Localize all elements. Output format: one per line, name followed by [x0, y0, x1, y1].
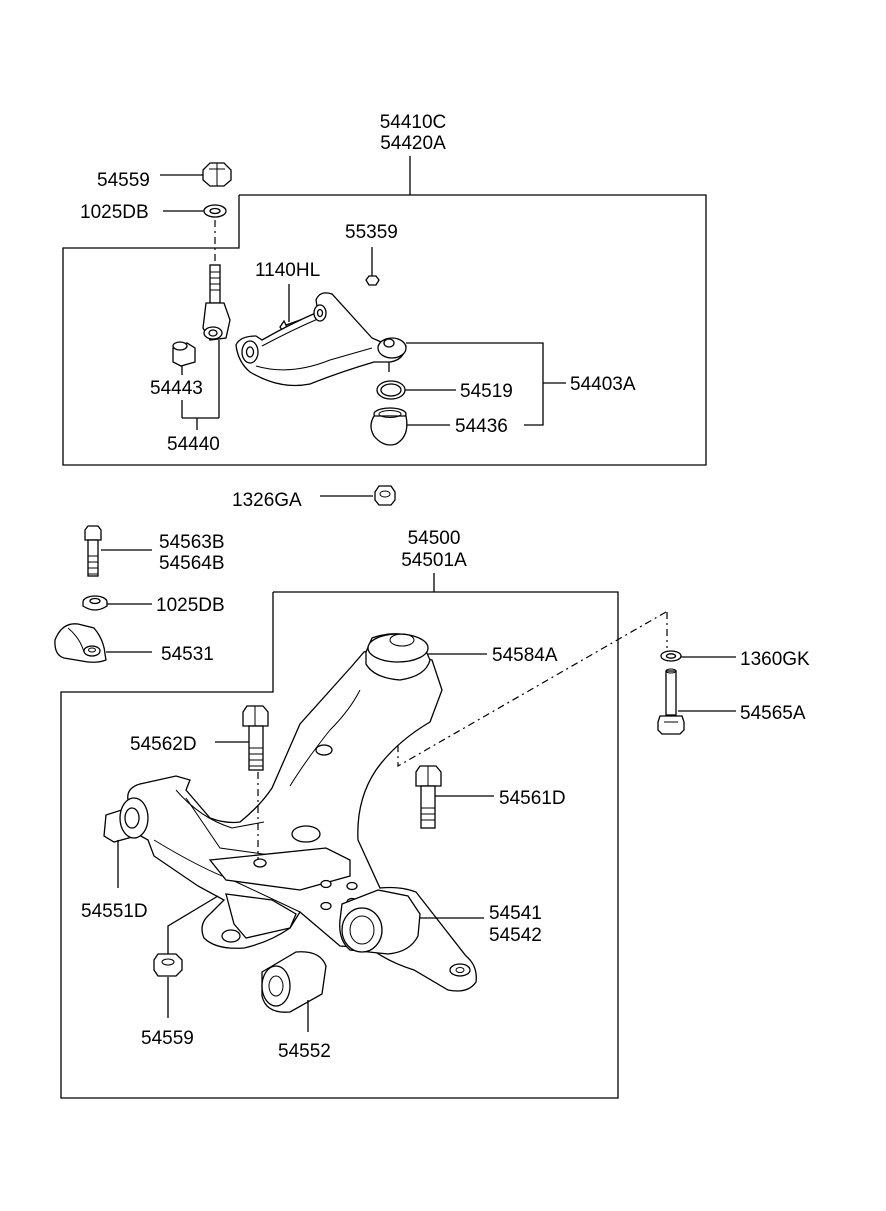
lower-nut-54559: 54559	[141, 895, 219, 1049]
lower-arm-assembly: 54500 54501A	[60, 528, 619, 1099]
label-54561D: 54561D	[499, 788, 566, 809]
lower-assembly-title-1: 54500	[408, 528, 461, 549]
label-1025DB-lower: 1025DB	[156, 595, 225, 616]
lower-assembly-title-2: 54501A	[401, 550, 467, 571]
washer-1360GK: 1360GK	[660, 612, 810, 670]
dust-cover-54436: 54436	[370, 407, 508, 446]
washer-1025DB: 1025DB	[82, 595, 225, 616]
label-54559-upper: 54559	[97, 170, 150, 191]
bushing-54443: 54443	[150, 341, 203, 399]
label-54443: 54443	[150, 378, 203, 399]
front-bushing-54551D: 54551D	[81, 797, 149, 922]
bolt-54565A: 54565A	[657, 668, 806, 735]
rear-bracket-54541: 54541 54542	[339, 889, 542, 955]
label-54531: 54531	[161, 644, 214, 665]
upper-arm-assembly: 54410C 54420A 54559 1025DB 55359 1	[62, 112, 707, 466]
ball-joint-kit-54403A: 54403A	[520, 342, 636, 426]
lower-assembly-frame	[60, 591, 619, 1099]
bolt-54562D: 54562D	[130, 705, 269, 860]
label-54541: 54541	[489, 903, 542, 924]
nut-1326GA: 1326GA	[232, 485, 396, 511]
snap-ring-54519: 54519	[376, 380, 513, 402]
ball-joint-54584A: 54584A	[365, 633, 558, 681]
nut-55359: 55359	[345, 222, 398, 286]
bolt-54563B: 54563B 54564B	[84, 525, 225, 577]
stabilizer-link-54440: 54440	[167, 264, 231, 455]
label-1025DB-upper: 1025DB	[80, 202, 149, 223]
label-54565A: 54565A	[740, 703, 806, 724]
upper-washer-1025DB: 1025DB	[80, 202, 227, 223]
label-54519: 54519	[460, 381, 513, 402]
label-54584A: 54584A	[492, 645, 558, 666]
label-1326GA: 1326GA	[232, 490, 302, 511]
upper-nut-54559: 54559	[97, 162, 232, 191]
bolt-54561D: 54561D	[415, 765, 566, 829]
label-54562D: 54562D	[130, 734, 197, 755]
upper-assembly-title-1: 54410C	[380, 112, 447, 133]
label-54440: 54440	[167, 434, 220, 455]
upper-assembly-frame	[62, 194, 707, 466]
label-1360GK: 1360GK	[740, 649, 810, 670]
label-1140HL: 1140HL	[255, 260, 320, 281]
label-54552: 54552	[278, 1041, 331, 1062]
label-54403A: 54403A	[570, 374, 636, 395]
bracket-54531: 54531	[54, 623, 214, 665]
rear-bushing-54552: 54552	[261, 951, 331, 1062]
label-54564B: 54564B	[159, 553, 225, 574]
upper-assembly-title-2: 54420A	[380, 133, 446, 154]
upper-control-arm	[235, 292, 520, 387]
label-55359: 55359	[345, 222, 398, 243]
label-54559-lower: 54559	[141, 1028, 194, 1049]
label-54551D: 54551D	[81, 901, 148, 922]
label-54563B: 54563B	[159, 532, 225, 553]
label-54542: 54542	[489, 925, 542, 946]
label-54436: 54436	[455, 416, 508, 437]
